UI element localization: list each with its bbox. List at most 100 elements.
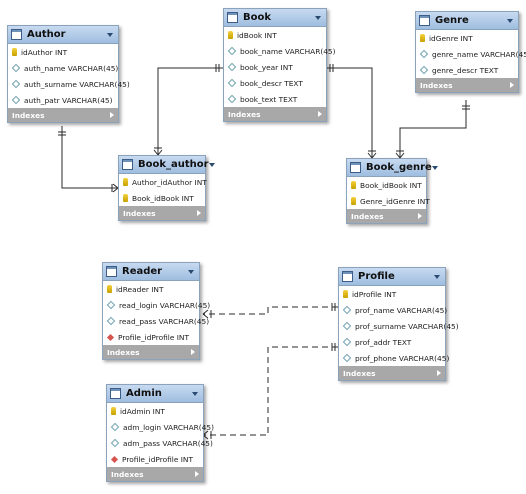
table-book-author[interactable]: Book_author Author_idAuthor INT Book_idB…	[118, 155, 215, 221]
table-book-genre[interactable]: Book_genre Book_idBook INT Genre_idGenre…	[346, 158, 438, 224]
primary-key-icon	[123, 194, 128, 202]
indexes-section[interactable]: Indexes	[339, 366, 445, 380]
collapse-arrow-icon[interactable]	[208, 162, 215, 167]
column-icon	[227, 94, 237, 104]
table-book-genre-title: Book_genre	[366, 162, 432, 173]
column-icon	[11, 95, 21, 105]
table-book-genre-header[interactable]: Book_genre	[347, 159, 438, 177]
column-book-name[interactable]: book_name VARCHAR(45)	[224, 43, 336, 59]
table-book-author-header[interactable]: Book_author	[119, 156, 215, 174]
foreign-key-icon	[110, 455, 119, 463]
collapse-arrow-icon[interactable]	[431, 165, 438, 170]
rel-genre-book-genre	[399, 100, 467, 158]
expand-triangle-icon	[195, 471, 199, 477]
table-profile-title: Profile	[358, 271, 395, 282]
column-auth-patr[interactable]: auth_patr VARCHAR(45)	[8, 92, 118, 108]
column-read-pass[interactable]: read_pass VARCHAR(45)	[103, 313, 209, 329]
foreign-key-icon	[106, 333, 115, 341]
column-icon	[227, 46, 237, 56]
collapse-arrow-icon[interactable]	[107, 32, 113, 37]
collapse-arrow-icon[interactable]	[188, 269, 194, 274]
expand-triangle-icon	[197, 210, 201, 216]
table-author[interactable]: Author idAuthor INT auth_name VARCHAR(45…	[7, 25, 130, 123]
column-icon	[106, 316, 116, 326]
expand-triangle-icon	[110, 112, 114, 118]
table-book[interactable]: Book idBook INT book_name VARCHAR(45) bo…	[223, 8, 336, 122]
expand-triangle-icon	[510, 82, 514, 88]
table-icon	[11, 29, 22, 40]
column-auth-surname[interactable]: auth_surname VARCHAR(45)	[8, 76, 130, 92]
column-idGenre[interactable]: idGenre INT	[416, 30, 518, 46]
rel-profile-reader	[203, 306, 338, 315]
column-author-idAuthor[interactable]: Author_idAuthor INT	[119, 174, 207, 190]
column-icon	[342, 321, 352, 331]
column-prof-name[interactable]: prof_name VARCHAR(45)	[339, 302, 447, 318]
table-genre[interactable]: Genre idGenre INT genre_name VARCHAR(45)…	[415, 11, 526, 93]
column-icon	[11, 79, 21, 89]
column-prof-addr[interactable]: prof_addr TEXT	[339, 334, 445, 350]
column-genre-descr[interactable]: genre_descr TEXT	[416, 62, 518, 78]
table-icon	[122, 159, 133, 170]
column-book-year[interactable]: book_year INT	[224, 59, 326, 75]
rel-profile-admin	[203, 346, 338, 436]
indexes-section[interactable]: Indexes	[347, 209, 426, 223]
indexes-section[interactable]: Indexes	[107, 467, 203, 481]
primary-key-icon	[123, 178, 128, 186]
indexes-section[interactable]: Indexes	[224, 107, 326, 121]
column-profile-idProfile[interactable]: Profile_idProfile INT	[107, 451, 203, 467]
column-profile-idProfile[interactable]: Profile_idProfile INT	[103, 329, 199, 345]
expand-triangle-icon	[318, 111, 322, 117]
column-icon	[419, 49, 429, 59]
table-book-author-title: Book_author	[138, 159, 209, 170]
column-icon	[342, 305, 352, 315]
column-book-descr[interactable]: book_descr TEXT	[224, 75, 326, 91]
column-auth-name[interactable]: auth_name VARCHAR(45)	[8, 60, 118, 76]
table-reader-header[interactable]: Reader	[103, 263, 199, 281]
table-icon	[106, 266, 117, 277]
primary-key-icon	[420, 34, 425, 42]
column-idAdmin[interactable]: idAdmin INT	[107, 403, 203, 419]
primary-key-icon	[351, 197, 356, 205]
table-admin-header[interactable]: Admin	[107, 385, 203, 403]
column-idBook[interactable]: idBook INT	[224, 27, 326, 43]
primary-key-icon	[111, 407, 116, 415]
column-book-text[interactable]: book_text TEXT	[224, 91, 326, 107]
collapse-arrow-icon[interactable]	[434, 274, 440, 279]
column-genre-idGenre[interactable]: Genre_idGenre INT	[347, 193, 430, 209]
table-admin[interactable]: Admin idAdmin INT adm_login VARCHAR(45) …	[106, 384, 214, 482]
column-book-idBook[interactable]: Book_idBook INT	[119, 190, 205, 206]
table-genre-title: Genre	[435, 15, 469, 26]
column-read-login[interactable]: read_login VARCHAR(45)	[103, 297, 210, 313]
column-icon	[110, 438, 120, 448]
table-profile[interactable]: Profile idProfile INT prof_name VARCHAR(…	[338, 267, 459, 381]
column-icon	[110, 422, 120, 432]
column-adm-login[interactable]: adm_login VARCHAR(45)	[107, 419, 214, 435]
table-reader[interactable]: Reader idReader INT read_login VARCHAR(4…	[102, 262, 210, 360]
column-book-idBook[interactable]: Book_idBook INT	[347, 177, 426, 193]
expand-triangle-icon	[191, 349, 195, 355]
column-idReader[interactable]: idReader INT	[103, 281, 199, 297]
table-icon	[227, 12, 238, 23]
table-profile-header[interactable]: Profile	[339, 268, 445, 286]
table-author-header[interactable]: Author	[8, 26, 118, 44]
column-prof-surname[interactable]: prof_surname VARCHAR(45)	[339, 318, 459, 334]
table-author-title: Author	[27, 29, 66, 40]
collapse-arrow-icon[interactable]	[315, 15, 321, 20]
collapse-arrow-icon[interactable]	[192, 391, 198, 396]
column-icon	[227, 62, 237, 72]
indexes-section[interactable]: Indexes	[8, 108, 118, 122]
collapse-arrow-icon[interactable]	[507, 18, 513, 23]
column-prof-phone[interactable]: prof_phone VARCHAR(45)	[339, 350, 449, 366]
column-genre-name[interactable]: genre_name VARCHAR(45)	[416, 46, 526, 62]
table-book-header[interactable]: Book	[224, 9, 326, 27]
column-idAuthor[interactable]: idAuthor INT	[8, 44, 118, 60]
primary-key-icon	[228, 31, 233, 39]
primary-key-icon	[351, 181, 356, 189]
indexes-section[interactable]: Indexes	[416, 78, 518, 92]
column-idProfile[interactable]: idProfile INT	[339, 286, 445, 302]
indexes-section[interactable]: Indexes	[103, 345, 199, 359]
table-genre-header[interactable]: Genre	[416, 12, 518, 30]
rel-book-book-author	[157, 67, 223, 155]
indexes-section[interactable]: Indexes	[119, 206, 205, 220]
column-adm-pass[interactable]: adm_pass VARCHAR(45)	[107, 435, 213, 451]
